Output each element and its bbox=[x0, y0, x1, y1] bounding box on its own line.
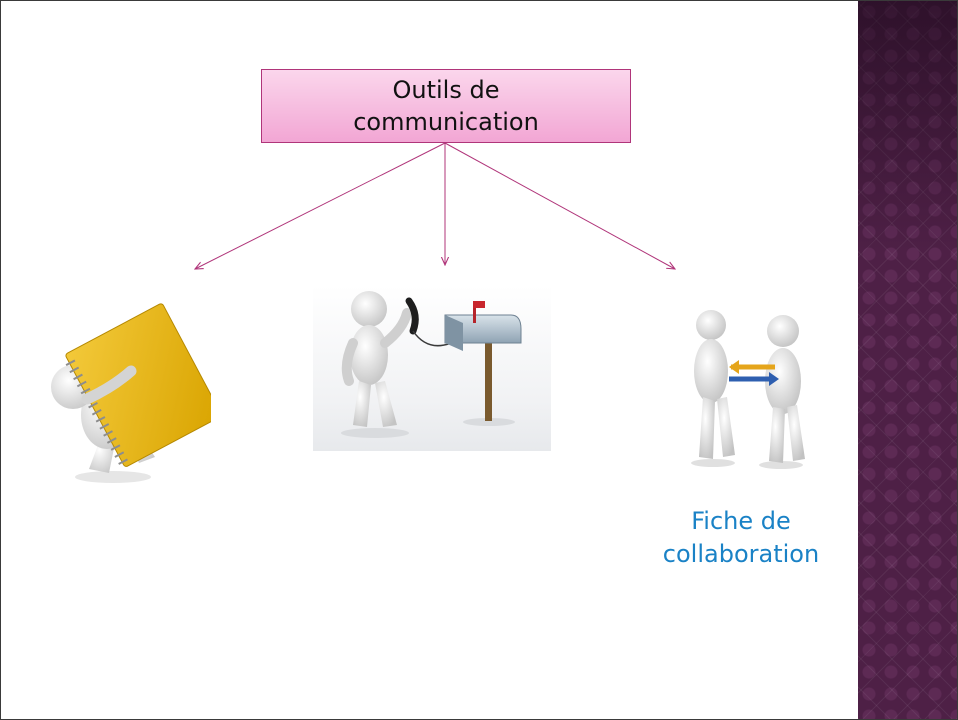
collaboration-caption-line1: Fiche de bbox=[691, 507, 791, 535]
root-node-line2: communication bbox=[353, 108, 539, 136]
collaboration-caption: Fiche de collaboration bbox=[641, 505, 841, 571]
phone-mailbox-image bbox=[313, 285, 551, 451]
collaboration-image bbox=[683, 301, 855, 469]
root-node-line1: Outils de bbox=[392, 76, 500, 104]
arrow-to-notebook bbox=[195, 142, 446, 269]
decorative-side-band bbox=[858, 1, 957, 719]
collaboration-caption-line2: collaboration bbox=[662, 540, 820, 568]
root-node-label: Outils de communication bbox=[353, 74, 539, 138]
root-node: Outils de communication bbox=[261, 69, 631, 143]
arrow-to-collaboration bbox=[444, 142, 675, 269]
notebook-carrier-image bbox=[43, 287, 211, 492]
